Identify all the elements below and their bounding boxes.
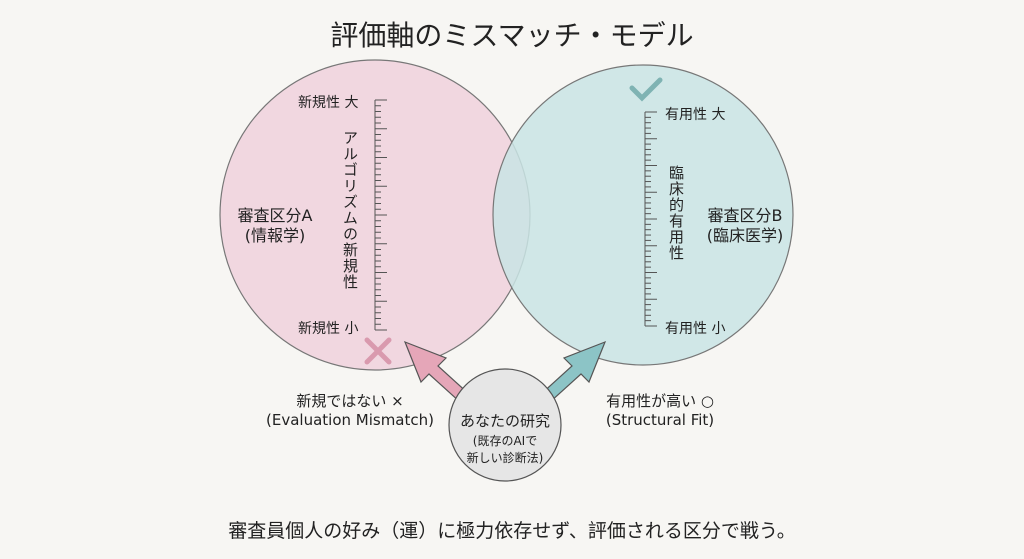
usefulness-high-label: 有用性 大 [665,107,726,123]
cross-icon [364,337,392,365]
circle-your-research [448,368,562,482]
research-desc-2: 新しい診断法) [466,451,544,465]
ruler-usefulness [644,111,657,327]
research-desc-1: (既存のAIで [472,434,538,448]
category-a-field: (情報学) [244,226,306,245]
novelty-axis-label: アルゴリズムの新規性 [341,130,359,290]
research-label: あなたの研究 [459,412,550,430]
footer-message: 審査員個人の好み（運）に極力依存せず、評価される区分で戦う。 [228,520,796,542]
circle-category-b [492,64,794,366]
usefulness-axis-label: 臨床的有用性 [667,165,685,261]
novelty-low-label: 新規性 小 [298,321,359,337]
mismatch-verdict-en: (Evaluation Mismatch) [266,411,434,429]
page-title: 評価軸のミスマッチ・モデル [330,19,694,52]
usefulness-low-label: 有用性 小 [665,321,726,337]
check-icon [629,77,663,102]
fit-verdict-en: (Structural Fit) [605,411,715,429]
category-a-name: 審査区分A [237,206,313,225]
category-b-name: 審査区分B [707,206,783,225]
ruler-novelty [374,99,387,331]
mismatch-verdict: 新規ではない × [296,392,404,410]
category-b-field: (臨床医学) [706,226,784,245]
fit-verdict: 有用性が高い ○ [606,392,714,410]
novelty-high-label: 新規性 大 [298,95,359,111]
